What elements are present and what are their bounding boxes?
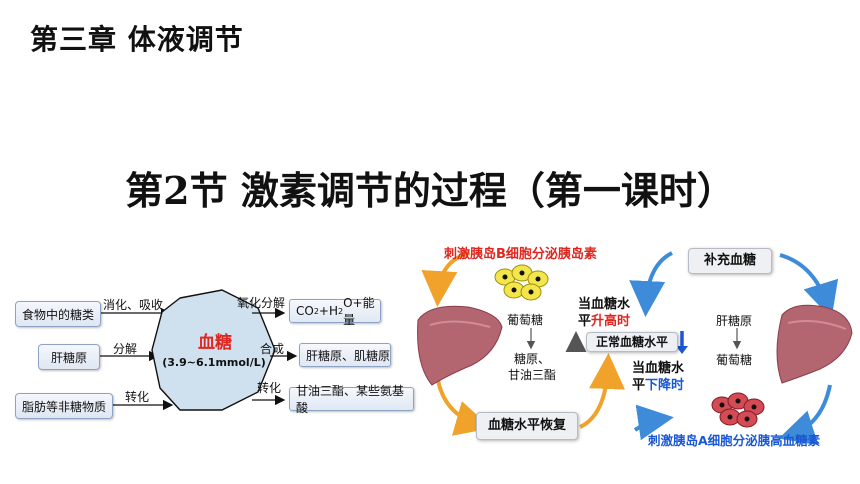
alpha-cells-cluster bbox=[711, 392, 765, 428]
rise-caption-highlight: 升高时 bbox=[591, 314, 631, 329]
insulin-caption: 刺激胰岛B细胞分泌胰岛素 bbox=[444, 247, 597, 262]
arrow-label-convert-in: 转化 bbox=[125, 390, 150, 404]
drop-caption-highlight: 下降时 bbox=[645, 378, 685, 393]
output-h2o-sub: 2 bbox=[338, 306, 344, 316]
output-co2-sub: 2 bbox=[313, 306, 319, 316]
arrow-label-digest: 消化、吸收 bbox=[103, 298, 164, 312]
inner-glycogen-right: 肝糖原 bbox=[716, 314, 753, 328]
recovery-box: 血糖水平恢复 bbox=[476, 412, 578, 440]
center-title: 血糖 bbox=[198, 333, 232, 353]
output-co2-text: CO bbox=[296, 304, 314, 318]
normal-level-box: 正常血糖水平 bbox=[586, 332, 678, 352]
rise-caption-line1: 当血糖水 bbox=[578, 297, 631, 312]
output-h2o-text: +H bbox=[318, 304, 338, 318]
arrow-label-decompose: 分解 bbox=[113, 342, 138, 356]
inner-glycogen-fat: 糖原、 甘油三酯 bbox=[508, 352, 557, 382]
supplement-sugar-box: 补充血糖 bbox=[688, 248, 772, 274]
arrow-label-oxidize: 氧化分解 bbox=[237, 296, 286, 310]
center-range: (3.9~6.1mmol/L) bbox=[162, 356, 266, 369]
output-fat-box: 甘油三酯、某些氨基酸 bbox=[289, 384, 414, 415]
right-diagram-graphics bbox=[417, 251, 853, 446]
drop-caption-line1: 当血糖水 bbox=[632, 361, 685, 376]
source-liver-glycogen: 肝糖原 bbox=[38, 344, 100, 370]
drop-caption-line2: 平下降时 bbox=[632, 377, 684, 394]
inner-glucose-right: 葡萄糖 bbox=[716, 353, 753, 367]
output-energy-text: O+能量 bbox=[343, 296, 375, 327]
beta-cells-cluster bbox=[494, 264, 549, 301]
chapter-title: 第三章 体液调节 bbox=[30, 23, 244, 56]
drop-caption-ping: 平 bbox=[632, 378, 646, 393]
section-title: 第2节 激素调节的过程（第一课时） bbox=[125, 168, 735, 213]
rise-caption-ping: 平 bbox=[578, 314, 592, 329]
rise-caption-line2: 平升高时 bbox=[578, 313, 630, 330]
inner-glucose-left: 葡萄糖 bbox=[507, 313, 544, 327]
arrow-label-convert-out: 转化 bbox=[257, 381, 282, 395]
source-food-sugar: 食物中的糖类 bbox=[15, 301, 101, 327]
arrow-label-synthesize: 合成 bbox=[260, 342, 285, 356]
glucagon-caption: 刺激胰岛A细胞分泌胰高血糖素 bbox=[648, 433, 821, 448]
left-diagram-arrows bbox=[100, 289, 298, 411]
source-non-sugar: 脂肪等非糖物质 bbox=[15, 393, 113, 419]
output-glycogen-box: 肝糖原、肌糖原 bbox=[299, 343, 391, 367]
